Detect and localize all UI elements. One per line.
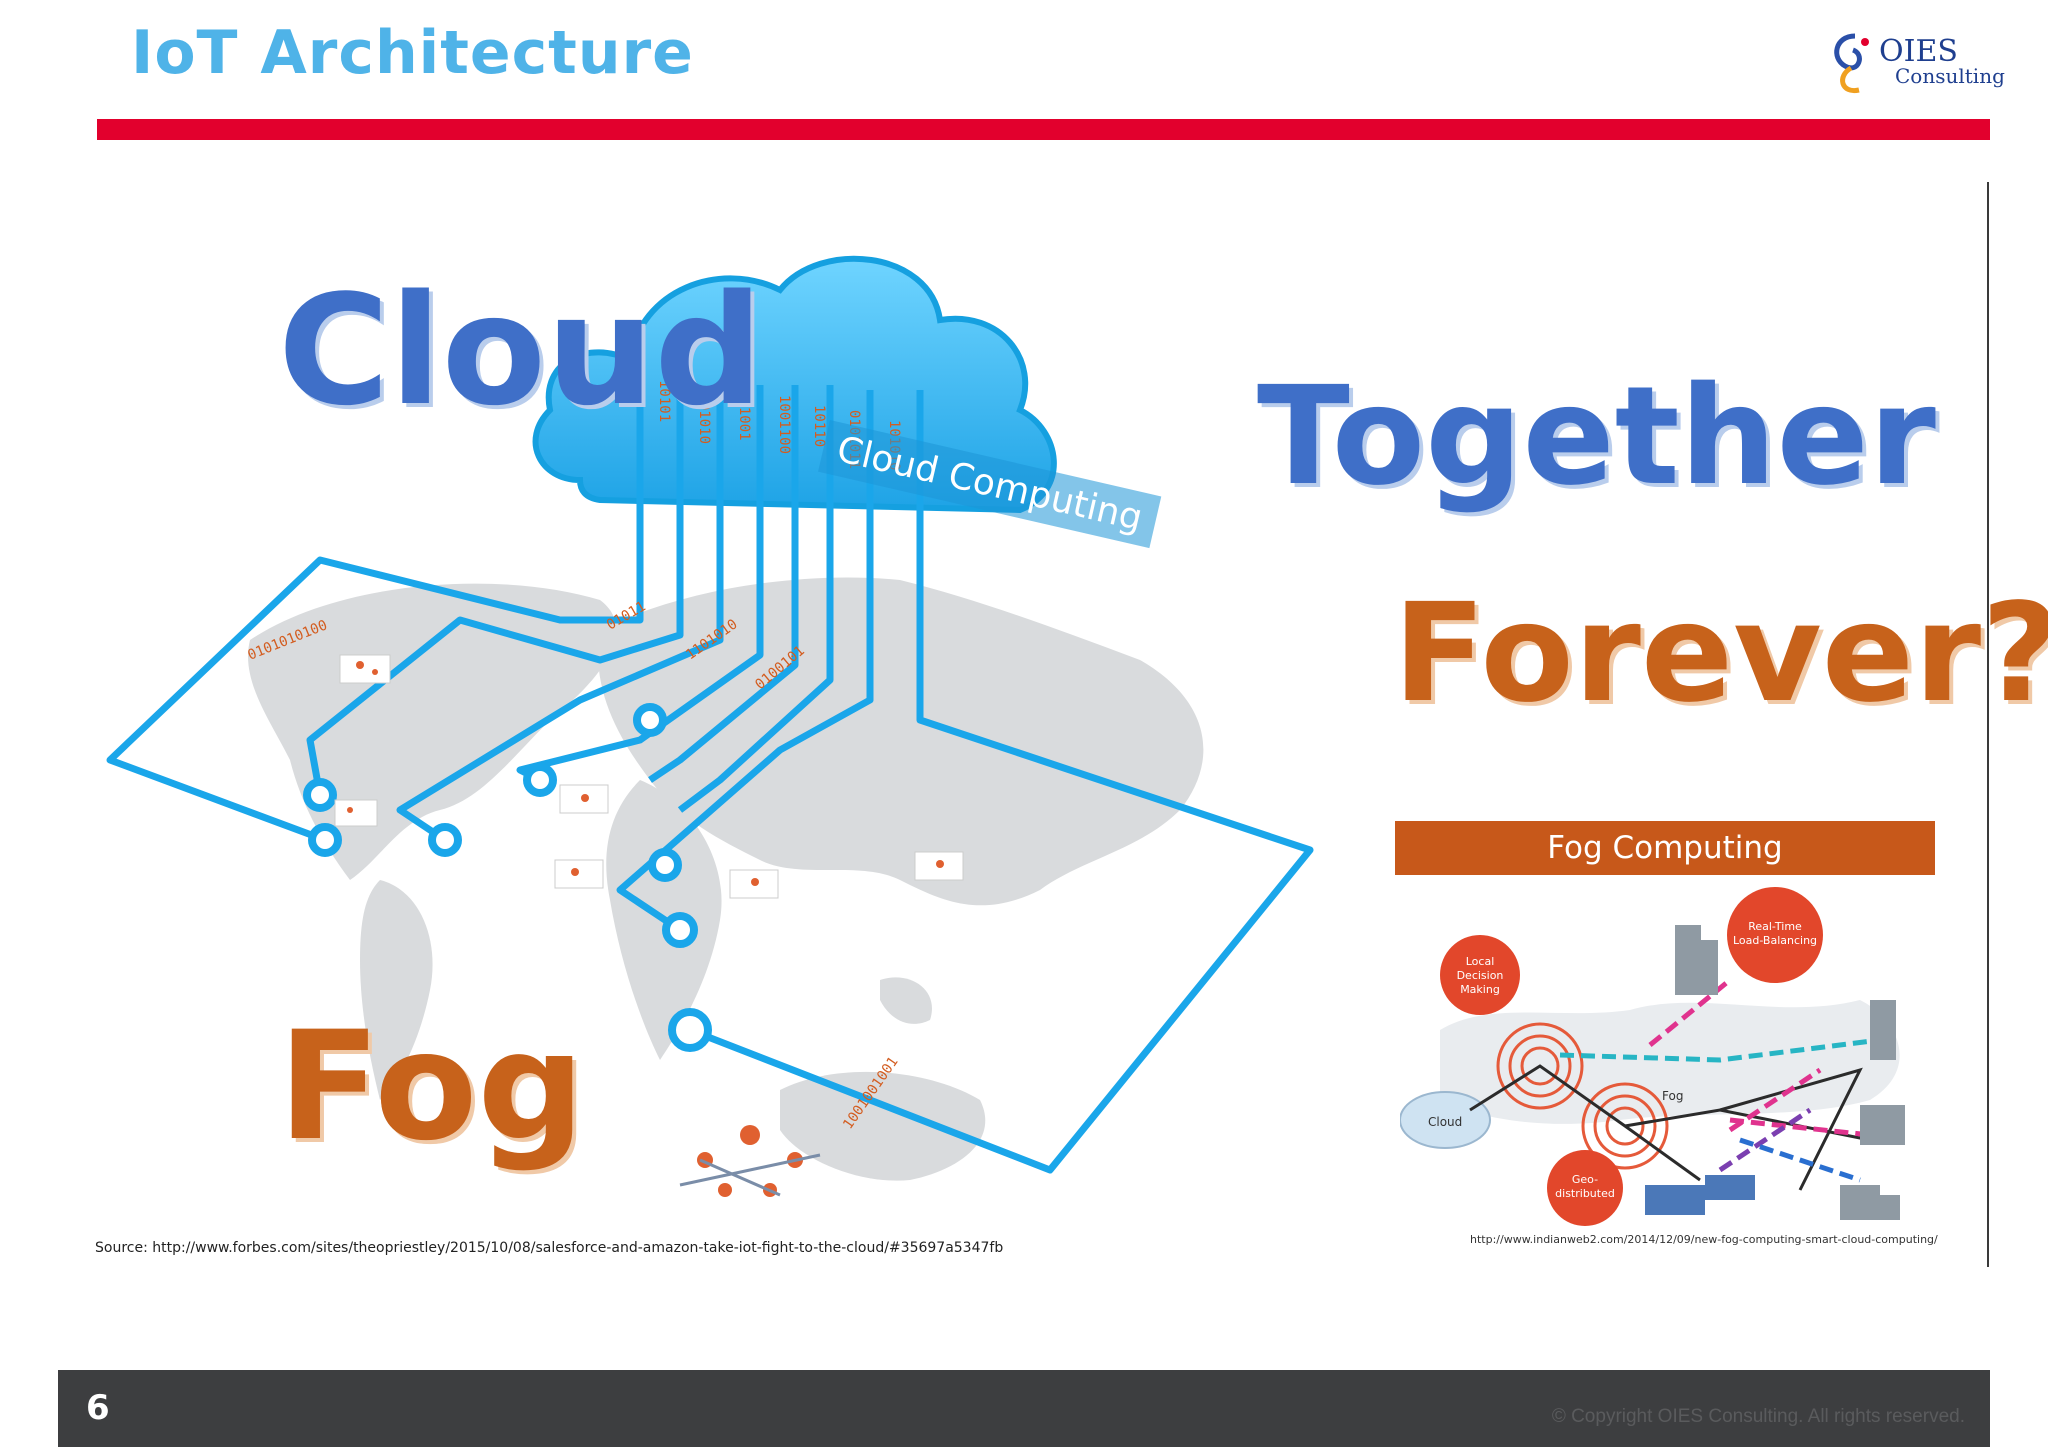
title-divider-bar — [97, 119, 1990, 140]
logo-text-oies: OIES — [1879, 34, 1958, 69]
fog-buildings — [1675, 925, 1905, 1220]
binary-text: 10110 — [811, 405, 827, 447]
fog-label-realtime-1: Real-Time — [1748, 920, 1802, 933]
fog-label-fog: Fog — [1662, 1089, 1683, 1103]
circuit-nodes — [303, 703, 712, 1052]
binary-text: 10101 — [656, 380, 672, 422]
slide-footer: 6 © Copyright OIES Consulting. All right… — [58, 1370, 1990, 1447]
word-forever: Forever? — [1393, 575, 2048, 733]
logo-swirl-icon — [1834, 33, 1869, 94]
fog-label-local-3: Making — [1460, 983, 1500, 996]
fog-label-local-1: Local — [1466, 955, 1495, 968]
fog-source-url: http://www.indianweb2.com/2014/12/09/new… — [1470, 1233, 1938, 1246]
fog-computing-header-text: Fog Computing — [1547, 830, 1783, 866]
fog-label-geo-1: Geo- — [1572, 1173, 1598, 1186]
word-fog: Fog — [278, 1000, 585, 1174]
fog-computing-diagram: Cloud Fog Local Decision Making Real-Tim… — [1400, 887, 1905, 1226]
oies-logo: OIES Consulting — [1825, 28, 2005, 98]
binary-text: 011001 — [736, 390, 752, 441]
fog-bubbles: Local Decision Making Real-Time Load-Bal… — [1440, 887, 1823, 1226]
fog-label-cloud: Cloud — [1428, 1115, 1462, 1129]
fog-label-local-2: Decision — [1457, 969, 1504, 982]
network-thumbnails — [334, 654, 964, 1197]
binary-text: 0101010 — [696, 385, 712, 444]
copyright-text: © Copyright OIES Consulting. All rights … — [1551, 1406, 1965, 1427]
word-cloud: Cloud — [278, 262, 764, 439]
word-together: Together — [1257, 358, 1936, 516]
fog-label-geo-2: distributed — [1555, 1187, 1615, 1200]
fog-label-realtime-2: Load-Balancing — [1733, 934, 1817, 947]
right-border-line — [1987, 182, 1989, 1267]
binary-text: 1001100 — [776, 395, 792, 454]
fog-computing-header: Fog Computing — [1395, 821, 1935, 875]
page-number: 6 — [86, 1388, 110, 1428]
logo-text-consulting: Consulting — [1895, 64, 2005, 88]
slide-title: IoT Architecture — [131, 18, 694, 88]
circuit-lines — [106, 385, 1314, 1174]
source-citation: Source: http://www.forbes.com/sites/theo… — [95, 1240, 1004, 1256]
